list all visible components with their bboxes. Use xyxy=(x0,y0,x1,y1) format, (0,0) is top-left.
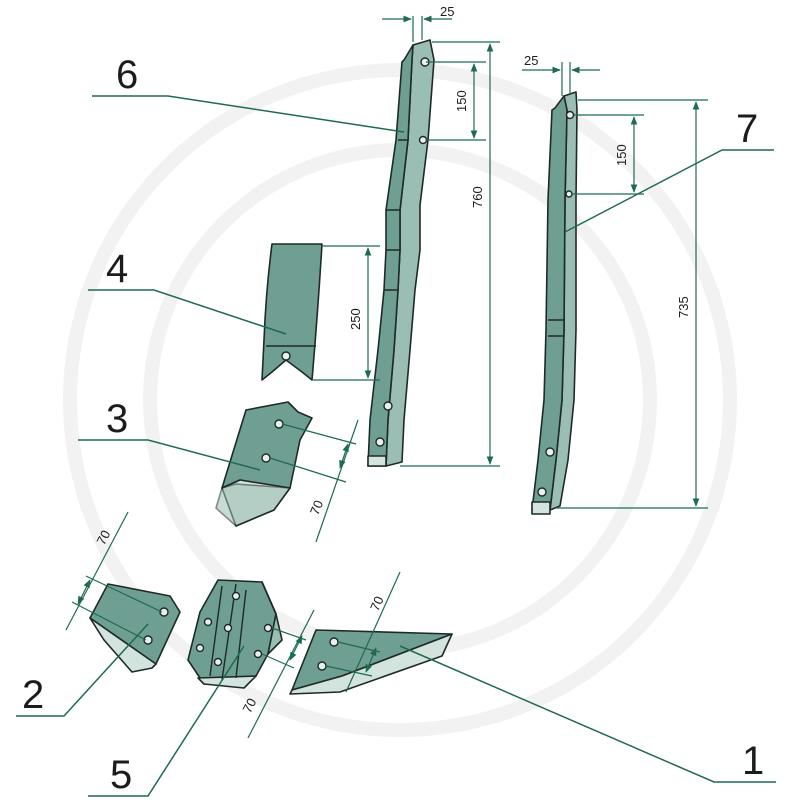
dim-7-length: 735 xyxy=(676,296,691,318)
part-6-hole-low2 xyxy=(375,437,385,447)
leader-5 xyxy=(88,645,245,797)
dim-6-hole: 150 xyxy=(454,90,469,112)
part-1-hole-2 xyxy=(317,661,327,671)
part-2-hole-1 xyxy=(159,607,169,617)
part-3-point xyxy=(215,401,313,527)
part-3-hole-1 xyxy=(274,419,284,429)
part-5-hole-5 xyxy=(195,643,205,653)
dimension-lines xyxy=(65,15,708,739)
part-7-hole-top xyxy=(565,110,575,120)
part-7-hole-low1 xyxy=(545,447,555,457)
leader-4 xyxy=(88,289,287,335)
part-6-landside-bar xyxy=(367,39,435,467)
part-1-share xyxy=(289,629,453,695)
part-5-hole-3 xyxy=(213,657,223,667)
part-5-hole-2 xyxy=(223,623,233,633)
dim-7-hole: 150 xyxy=(614,144,629,166)
leader-6 xyxy=(92,95,405,133)
part-4-hole xyxy=(281,351,291,361)
part-6-hole-low1 xyxy=(383,401,393,411)
part-5-hole-1 xyxy=(231,591,241,601)
dim-6-length: 760 xyxy=(470,186,485,208)
callout-7: 7 xyxy=(736,107,758,151)
dim-6-width: 25 xyxy=(440,4,454,19)
callout-6: 6 xyxy=(116,53,138,97)
part-2-block xyxy=(89,583,181,673)
dim-4-height: 250 xyxy=(348,308,363,330)
callout-4: 4 xyxy=(106,247,128,291)
dim-3-hole: 70 xyxy=(307,498,326,517)
part-2-hole-2 xyxy=(143,635,153,645)
callout-1: 1 xyxy=(742,739,764,783)
part-7-hole-low2 xyxy=(537,487,547,497)
leader-1 xyxy=(399,645,776,783)
dim-1-hole: 70 xyxy=(367,594,387,613)
part-5-frog xyxy=(187,579,283,689)
part-4-shin-plate xyxy=(261,243,323,381)
part-6-hole-mid xyxy=(418,135,428,145)
leader-7 xyxy=(564,149,774,233)
part-7-landside-bar xyxy=(531,91,578,515)
leader-lines xyxy=(16,95,776,797)
dim-2-hole: 70 xyxy=(93,528,113,548)
part-7-hole-mid xyxy=(565,190,573,198)
leader-3 xyxy=(78,439,261,471)
part-5-hole-6 xyxy=(263,623,273,633)
part-5-hole-4 xyxy=(203,617,213,627)
dim-7-width: 25 xyxy=(524,53,538,68)
callout-3: 3 xyxy=(106,397,128,441)
callout-5: 5 xyxy=(110,753,132,797)
dimension-labels: 25 150 760 25 150 735 250 70 70 70 70 xyxy=(93,4,691,715)
dim-5-hole: 70 xyxy=(239,696,259,716)
part-3-hole-2 xyxy=(261,453,271,463)
part-1-hole-1 xyxy=(329,637,339,647)
callout-2: 2 xyxy=(22,673,44,717)
callout-labels: 6 7 4 3 2 5 1 xyxy=(22,53,764,797)
leader-2 xyxy=(16,623,149,717)
part-5-hole-7 xyxy=(253,649,263,659)
